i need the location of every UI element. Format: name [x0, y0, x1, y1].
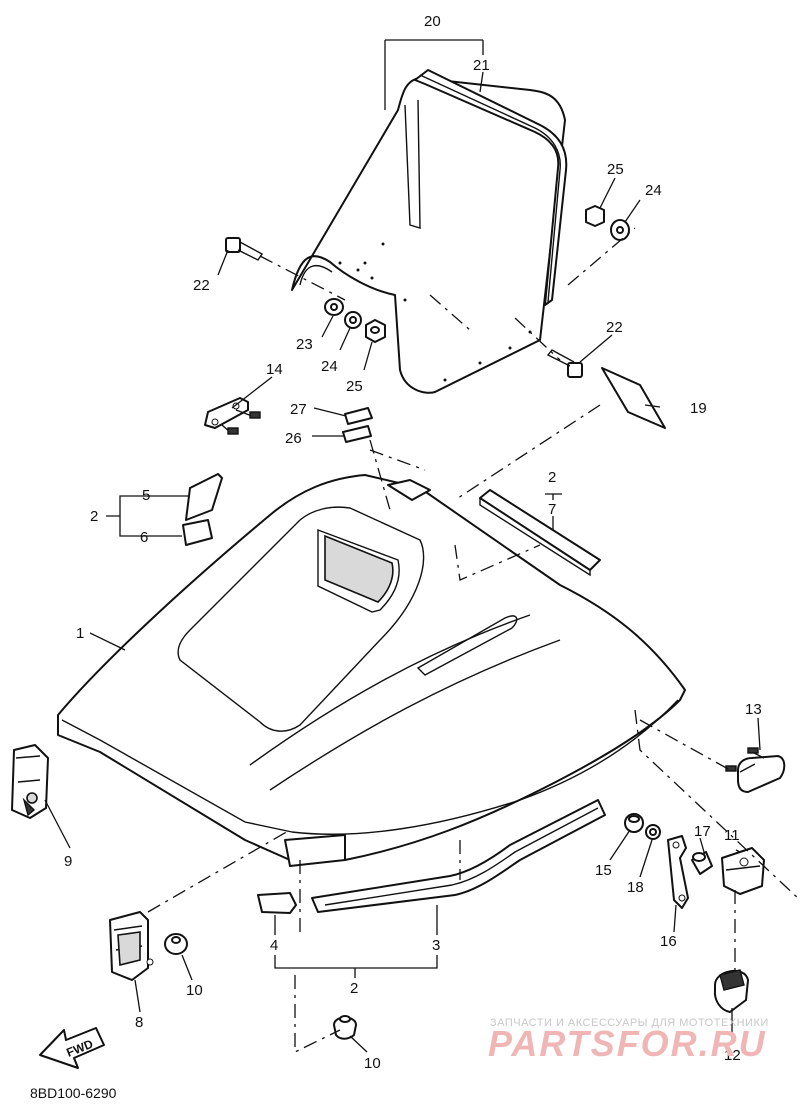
callout-14: 14 [266, 361, 283, 378]
bracket-14 [204, 397, 261, 435]
callout-15: 15 [595, 862, 612, 879]
callout-labels: 20 21 25 24 22 23 24 25 22 14 27 26 19 2… [64, 13, 762, 1072]
callout-23: 23 [296, 336, 313, 353]
windshield-trim [414, 69, 568, 306]
callout-2-top: 2 [548, 469, 556, 486]
callout-22-right: 22 [606, 319, 623, 336]
callout-27: 27 [290, 401, 307, 418]
callout-18: 18 [627, 879, 644, 896]
bolt-22-left [225, 237, 264, 261]
callout-16: 16 [660, 933, 677, 950]
spacer-26 [342, 425, 372, 443]
watermark-tagline: ЗАПЧАСТИ И АКСЕССУАРЫ ДЛЯ МОТОТЕХНИКИ [490, 1017, 769, 1029]
bracket-13 [725, 747, 786, 793]
callout-12: 12 [724, 1047, 741, 1064]
callout-10-upper: 10 [186, 982, 203, 999]
pad-4 [257, 892, 297, 914]
pin-17 [691, 851, 713, 875]
fwd-arrow: FWD [39, 1027, 105, 1069]
watermark-brand: PARTSFOR.RU [488, 1023, 767, 1064]
watermark: ЗАПЧАСТИ И АКСЕССУАРЫ ДЛЯ МОТОТЕХНИКИ PA… [488, 1017, 769, 1064]
drawing-code: 8BD100-6290 [30, 1085, 117, 1101]
grommet-10-lower [333, 1015, 357, 1040]
callout-2-bottom: 2 [350, 980, 358, 997]
hinge-9 [11, 744, 49, 819]
knob-12 [713, 969, 749, 1013]
callout-5: 5 [142, 487, 150, 504]
callout-10-lower: 10 [364, 1055, 381, 1072]
hood-bar-7 [479, 489, 601, 577]
callout-19: 19 [690, 400, 707, 417]
callout-11: 11 [724, 827, 740, 844]
washer-24-left [344, 311, 362, 329]
callout-25-left: 25 [346, 378, 363, 395]
callout-20: 20 [424, 13, 441, 30]
callout-1: 1 [76, 625, 84, 642]
spacer-15 [624, 813, 644, 833]
leader-lines [44, 39, 761, 1053]
grommet-10-upper [164, 933, 188, 955]
lever-16 [667, 835, 689, 909]
hinge-8 [109, 911, 154, 981]
decal-19 [601, 367, 666, 429]
assembly-lines [147, 227, 800, 1054]
hood [57, 474, 686, 867]
washer-23 [324, 298, 344, 316]
callout-3: 3 [432, 937, 440, 954]
callout-21: 21 [473, 57, 490, 74]
callout-24-left: 24 [321, 358, 338, 375]
washer-18 [645, 824, 661, 840]
callout-26: 26 [285, 430, 302, 447]
callout-17: 17 [694, 823, 711, 840]
callout-8: 8 [135, 1014, 143, 1031]
callout-9: 9 [64, 853, 72, 870]
callout-6: 6 [140, 529, 148, 546]
bolt-22-right [546, 349, 583, 378]
callout-4: 4 [270, 937, 278, 954]
callout-13: 13 [745, 701, 762, 718]
nut-25-left [365, 319, 386, 343]
callout-2-left: 2 [90, 508, 98, 525]
latch-11 [721, 847, 765, 895]
callout-24-right: 24 [645, 182, 662, 199]
callout-25-right: 25 [607, 161, 624, 178]
nut-25-right [585, 205, 605, 227]
callout-22-left: 22 [193, 277, 210, 294]
pad-6 [182, 519, 213, 546]
washer-24-right [610, 219, 630, 241]
side-rail-3 [311, 799, 606, 913]
callout-7: 7 [548, 501, 556, 518]
spacer-27 [344, 407, 373, 425]
pad-5 [185, 473, 223, 521]
